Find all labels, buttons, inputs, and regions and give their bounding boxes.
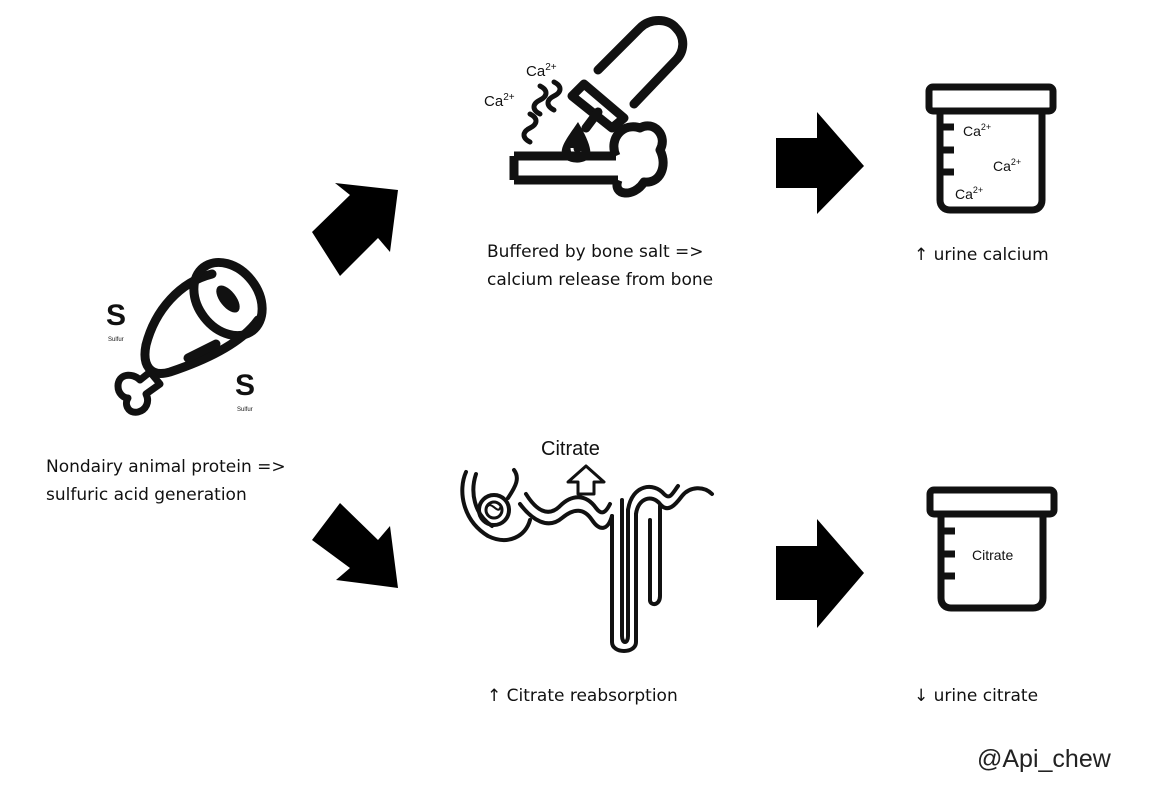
nephron-icon	[460, 468, 714, 653]
sulfur-symbol-1: S	[106, 299, 126, 332]
source-caption: Nondairy animal protein => sulfuric acid…	[46, 453, 286, 509]
cup-ion-1: Ca2+	[963, 122, 991, 139]
cup-ion-2: Ca2+	[993, 157, 1021, 174]
cup-citrate-label: Citrate	[972, 547, 1013, 563]
bone-ion-1: Ca2+	[526, 62, 557, 80]
urine-cup-calcium-icon	[925, 83, 1057, 214]
cup-ion-3: Ca2+	[955, 185, 983, 202]
citrate-reabsorption-caption: ↑ Citrate reabsorption	[487, 686, 678, 706]
sulfur-label-2: Sulfur	[237, 407, 253, 413]
bone-caption: Buffered by bone salt => calcium release…	[487, 238, 713, 294]
meat-bone-icon	[114, 368, 164, 416]
bone-caption-line-2: calcium release from bone	[487, 270, 714, 290]
urine-citrate-result: ↓ urine citrate	[914, 686, 1039, 706]
urine-cup-citrate-icon	[926, 486, 1058, 612]
bone-ion-2: Ca2+	[484, 92, 515, 110]
ion-release-squiggle-icon	[521, 79, 563, 145]
source-caption-line-1: Nondairy animal protein =>	[46, 457, 286, 477]
arrow-up-right-icon	[312, 183, 398, 276]
arrow-right-top-icon	[776, 112, 864, 214]
sulfur-symbol-2: S	[235, 369, 255, 402]
kidney-citrate-label: Citrate	[541, 438, 600, 460]
source-caption-line-2: sulfuric acid generation	[46, 485, 247, 505]
arrow-right-bottom-icon	[776, 519, 864, 628]
arrow-down-right-icon	[312, 503, 398, 588]
citrate-up-arrow-icon	[566, 464, 606, 496]
bone-caption-line-1: Buffered by bone salt =>	[487, 242, 704, 262]
meat-leg-icon	[140, 257, 267, 378]
watermark: @Api_chew	[977, 745, 1111, 773]
bone-icon	[509, 121, 668, 198]
dropper-icon	[567, 16, 688, 133]
sulfur-label-1: Sulfur	[108, 337, 124, 343]
urine-calcium-result: ↑ urine calcium	[914, 245, 1049, 265]
